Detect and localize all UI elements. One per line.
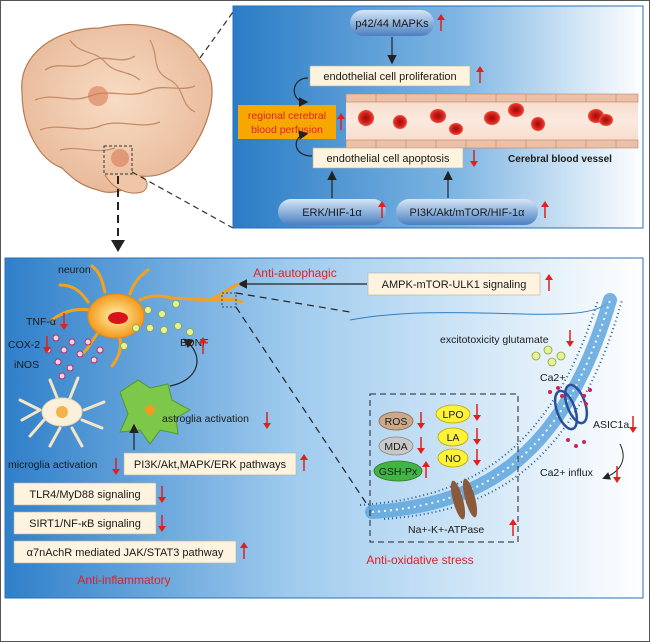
bottom-panel: Anti-autophagic AMPK-mTOR-ULK1 signaling… [4, 257, 644, 599]
ca2-label: Ca2+ [540, 372, 565, 384]
no-badge [437, 448, 469, 468]
perfusion-up-arrow [337, 113, 345, 130]
ampk-box [367, 272, 541, 296]
cox-label: COX-2 [8, 339, 40, 351]
pi3k-pill [396, 199, 538, 225]
erk-label: ERK/HIF-1α [302, 207, 362, 219]
astroglia-down-arrow [263, 412, 271, 429]
anti-oxidative-title: Anti-oxidative stress [366, 553, 473, 567]
erk-up-arrow [378, 201, 386, 218]
blood-vessel [345, 93, 639, 149]
oxidative-stress-box [369, 393, 519, 543]
mda-down-arrow [417, 437, 425, 454]
ca2-dots [548, 386, 592, 448]
apoptosis-box [312, 147, 464, 169]
no-down-arrow [473, 449, 481, 466]
tlr4-down-arrow [158, 486, 166, 503]
ca-influx-label: Ca2+ influx [540, 467, 594, 479]
ampk-label: AMPK-mTOR-ULK1 signaling [382, 279, 527, 291]
glutamate-label: excitotoxicity glutamate [440, 334, 549, 346]
la-label: LA [447, 432, 460, 444]
ros-down-arrow [417, 412, 425, 429]
inflammatory-dots [44, 334, 104, 380]
cox-down-arrow [43, 336, 51, 353]
tlr4-label: TLR4/MyD88 signaling [29, 489, 140, 501]
gsh-up-arrow [422, 461, 430, 478]
brain-illustration [21, 23, 213, 194]
inos-label: iNOS [14, 359, 39, 371]
perfusion-label-line2: blood perfusion [251, 124, 323, 136]
proliferation-up-arrow [476, 66, 484, 83]
glutamate-dots [531, 345, 566, 367]
sirt1-label: SIRT1/NF-κB signaling [29, 518, 141, 530]
tnf-down-arrow [60, 313, 68, 330]
perfusion-label-line1: regional cerebral [248, 110, 326, 122]
atpase-label: Na+-K+-ATPase [408, 524, 484, 536]
ros-label: ROS [385, 416, 408, 428]
pi3k-pathways-box [123, 452, 297, 476]
lpo-label: LPO [442, 409, 463, 421]
bdnf-dots [120, 300, 194, 350]
glutamate-down-arrow [566, 330, 574, 347]
erk-pill [278, 199, 386, 225]
lpo-down-arrow [473, 404, 481, 421]
la-down-arrow [473, 428, 481, 445]
atpase-up-arrow [509, 519, 517, 536]
astroglia-label: astroglia activation [162, 413, 249, 425]
gsh-label: GSH-Px [379, 466, 418, 478]
la-badge [437, 427, 469, 447]
sirt1-down-arrow [158, 515, 166, 532]
apoptosis-label: endothelial cell apoptosis [327, 153, 450, 165]
a7-up-arrow [240, 542, 248, 559]
proliferation-box [309, 65, 471, 87]
gsh-badge [373, 460, 423, 482]
perfusion-box [238, 105, 336, 139]
anti-inflammatory-title: Anti-inflammatory [77, 573, 170, 587]
lpo-badge [435, 404, 471, 424]
tlr4-box [13, 482, 157, 506]
pi3k-pathways-up-arrow [300, 454, 308, 471]
microglia-down-arrow [112, 458, 120, 475]
tnf-label: TNF-α [26, 316, 56, 328]
microglia-label: microglia activation [8, 459, 97, 471]
asic-down-arrow [629, 416, 637, 433]
mda-badge [378, 436, 414, 456]
anti-autophagic-title: Anti-autophagic [253, 266, 336, 280]
pi3k-label: PI3K/Akt/mTOR/HIF-1α [410, 207, 526, 219]
bdnf-up-arrow [199, 337, 207, 354]
asic-label: ASIC1a [593, 419, 629, 431]
a7-box [13, 540, 237, 564]
ros-badge [378, 411, 414, 431]
cell-membrane [349, 293, 623, 520]
ampk-up-arrow [545, 274, 553, 291]
pi3k-up-arrow [541, 201, 549, 218]
sirt1-box [13, 511, 157, 535]
proliferation-label: endothelial cell proliferation [323, 71, 456, 83]
mapk-pill [350, 10, 434, 36]
zoom-arrowhead [111, 240, 125, 252]
apoptosis-down-arrow [470, 150, 478, 167]
mapk-up-arrow [437, 14, 445, 31]
ca-influx-down-arrow [613, 466, 621, 483]
no-label: NO [445, 453, 461, 465]
mapk-label: p42/44 MAPKs [355, 18, 429, 30]
a7-label: α7nAchR mediated JAK/STAT3 pathway [27, 547, 224, 559]
mda-label: MDA [384, 441, 407, 453]
pi3k-pathways-label: PI3K/Akt,MAPK/ERK pathways [134, 459, 287, 471]
microglia-cell [18, 376, 106, 448]
top-panel: p42/44 MAPKs endothelial cell proliferat… [232, 5, 644, 229]
vessel-label: Cerebral blood vessel [508, 154, 612, 165]
neuron-label: neuron [58, 264, 91, 276]
